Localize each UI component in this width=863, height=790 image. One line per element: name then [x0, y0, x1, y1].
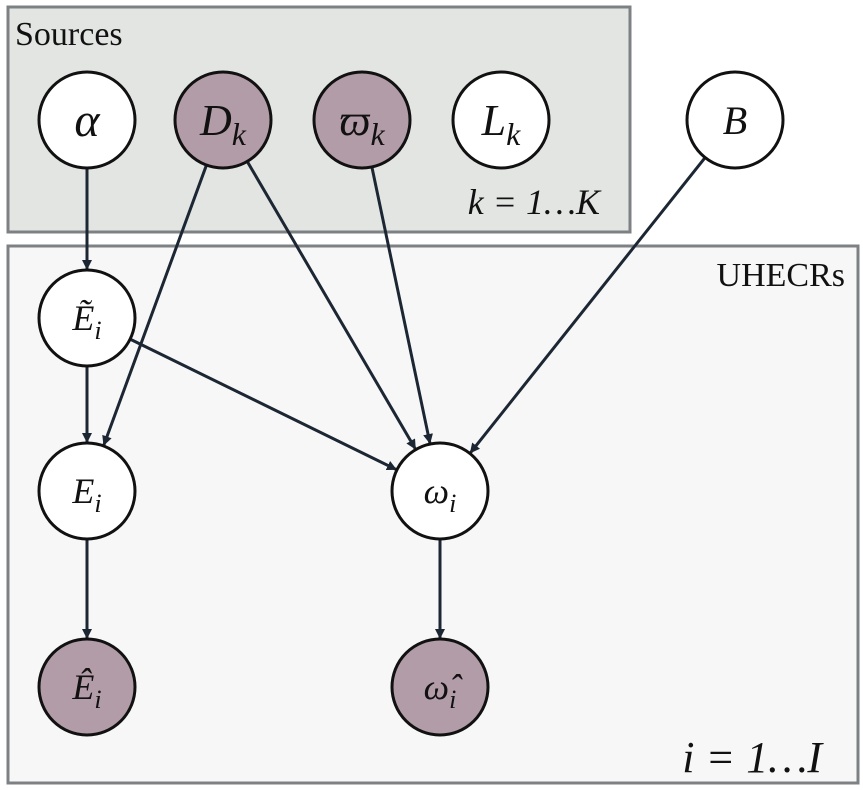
node-omega-i: ωi	[390, 441, 490, 541]
node-l-k: Lk	[451, 70, 551, 170]
node-e-tilde-label: Ẽi	[71, 298, 101, 345]
node-l-k-label: Lk	[481, 96, 521, 153]
edge-d-k-to-omega-i	[245, 160, 417, 450]
uhecrs-range-label: i = 1…I	[682, 733, 824, 782]
edges-layer	[82, 156, 707, 639]
node-e-i: Ei	[37, 441, 137, 541]
node-omega-i-label: ωi	[424, 471, 457, 518]
node-e-tilde: Ẽi	[37, 268, 137, 368]
node-alpha-label: α	[74, 94, 100, 147]
edge-varpi-k-to-omega-i	[370, 166, 433, 445]
node-varpi-k-label: ϖk	[339, 96, 385, 153]
node-e-hat: Êi	[37, 637, 137, 737]
node-b: B	[685, 70, 785, 170]
node-e-i-label: Ei	[71, 471, 101, 518]
node-d-k-label: Dk	[199, 96, 247, 153]
edge-d-k-to-e-i	[102, 164, 208, 446]
uhecrs-plate-label: UHECRs	[717, 257, 845, 294]
node-d-k: Dk	[173, 70, 273, 170]
node-varpi-k: ϖk	[312, 70, 412, 170]
edge-b-to-omega-i	[469, 156, 707, 454]
node-alpha: α	[37, 70, 137, 170]
sources-range-label: k = 1…K	[468, 182, 602, 222]
node-b-label: B	[723, 98, 747, 143]
edge-e-tilde-to-omega-i	[129, 337, 397, 471]
sources-plate-label: Sources	[15, 16, 123, 53]
node-omega-hat: ω̂i	[390, 637, 490, 737]
nodes-layer: α Dk ϖk Lk B	[37, 70, 785, 737]
node-e-hat-label: Êi	[71, 667, 101, 714]
